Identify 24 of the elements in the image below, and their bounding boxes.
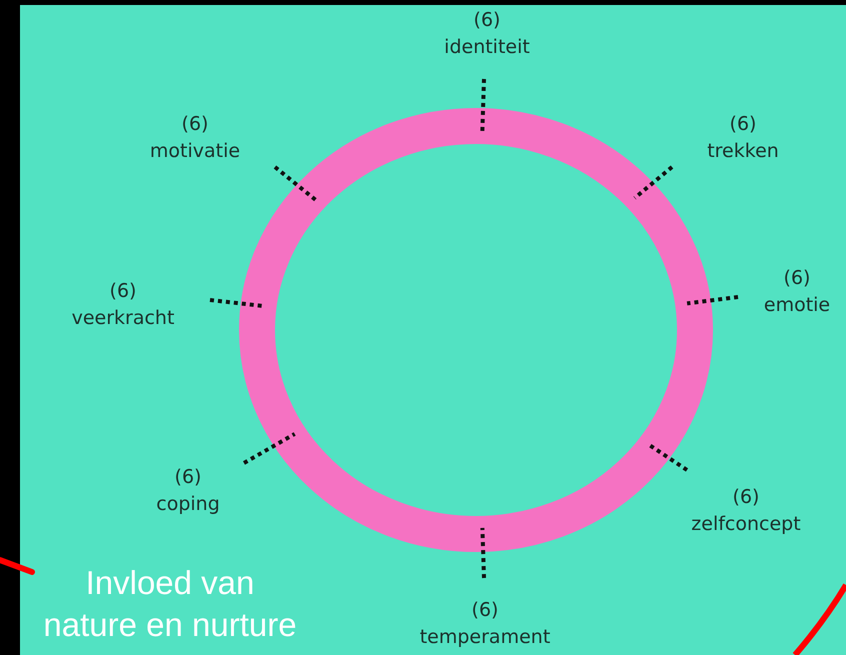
count-label: (6)	[470, 598, 500, 623]
note-text: Invloed van nature en nurture	[42, 563, 298, 645]
count-label: (6)	[732, 485, 760, 510]
leader-line	[480, 78, 486, 132]
dimension-label: veerkracht	[72, 306, 174, 331]
dimension-label: temperament	[420, 625, 550, 650]
leader-line	[210, 298, 265, 308]
dimension-label: identiteit	[444, 35, 530, 60]
count-label: (6)	[174, 465, 202, 490]
leader-line	[243, 432, 296, 465]
count-label: (6)	[782, 266, 812, 291]
dimension-label: emotie	[764, 293, 830, 318]
leader-line	[633, 165, 674, 200]
count-label: (6)	[180, 112, 210, 137]
count-label: (6)	[472, 8, 502, 33]
dimension-label: coping	[156, 492, 220, 517]
count-label: (6)	[108, 279, 138, 304]
dimension-label: zelfconcept	[691, 512, 801, 537]
count-label: (6)	[728, 112, 758, 137]
dimension-label: trekken	[707, 139, 779, 164]
leader-line	[686, 295, 738, 306]
leader-line	[480, 528, 486, 578]
dimension-label: motivatie	[150, 139, 240, 164]
leader-line	[274, 165, 317, 202]
